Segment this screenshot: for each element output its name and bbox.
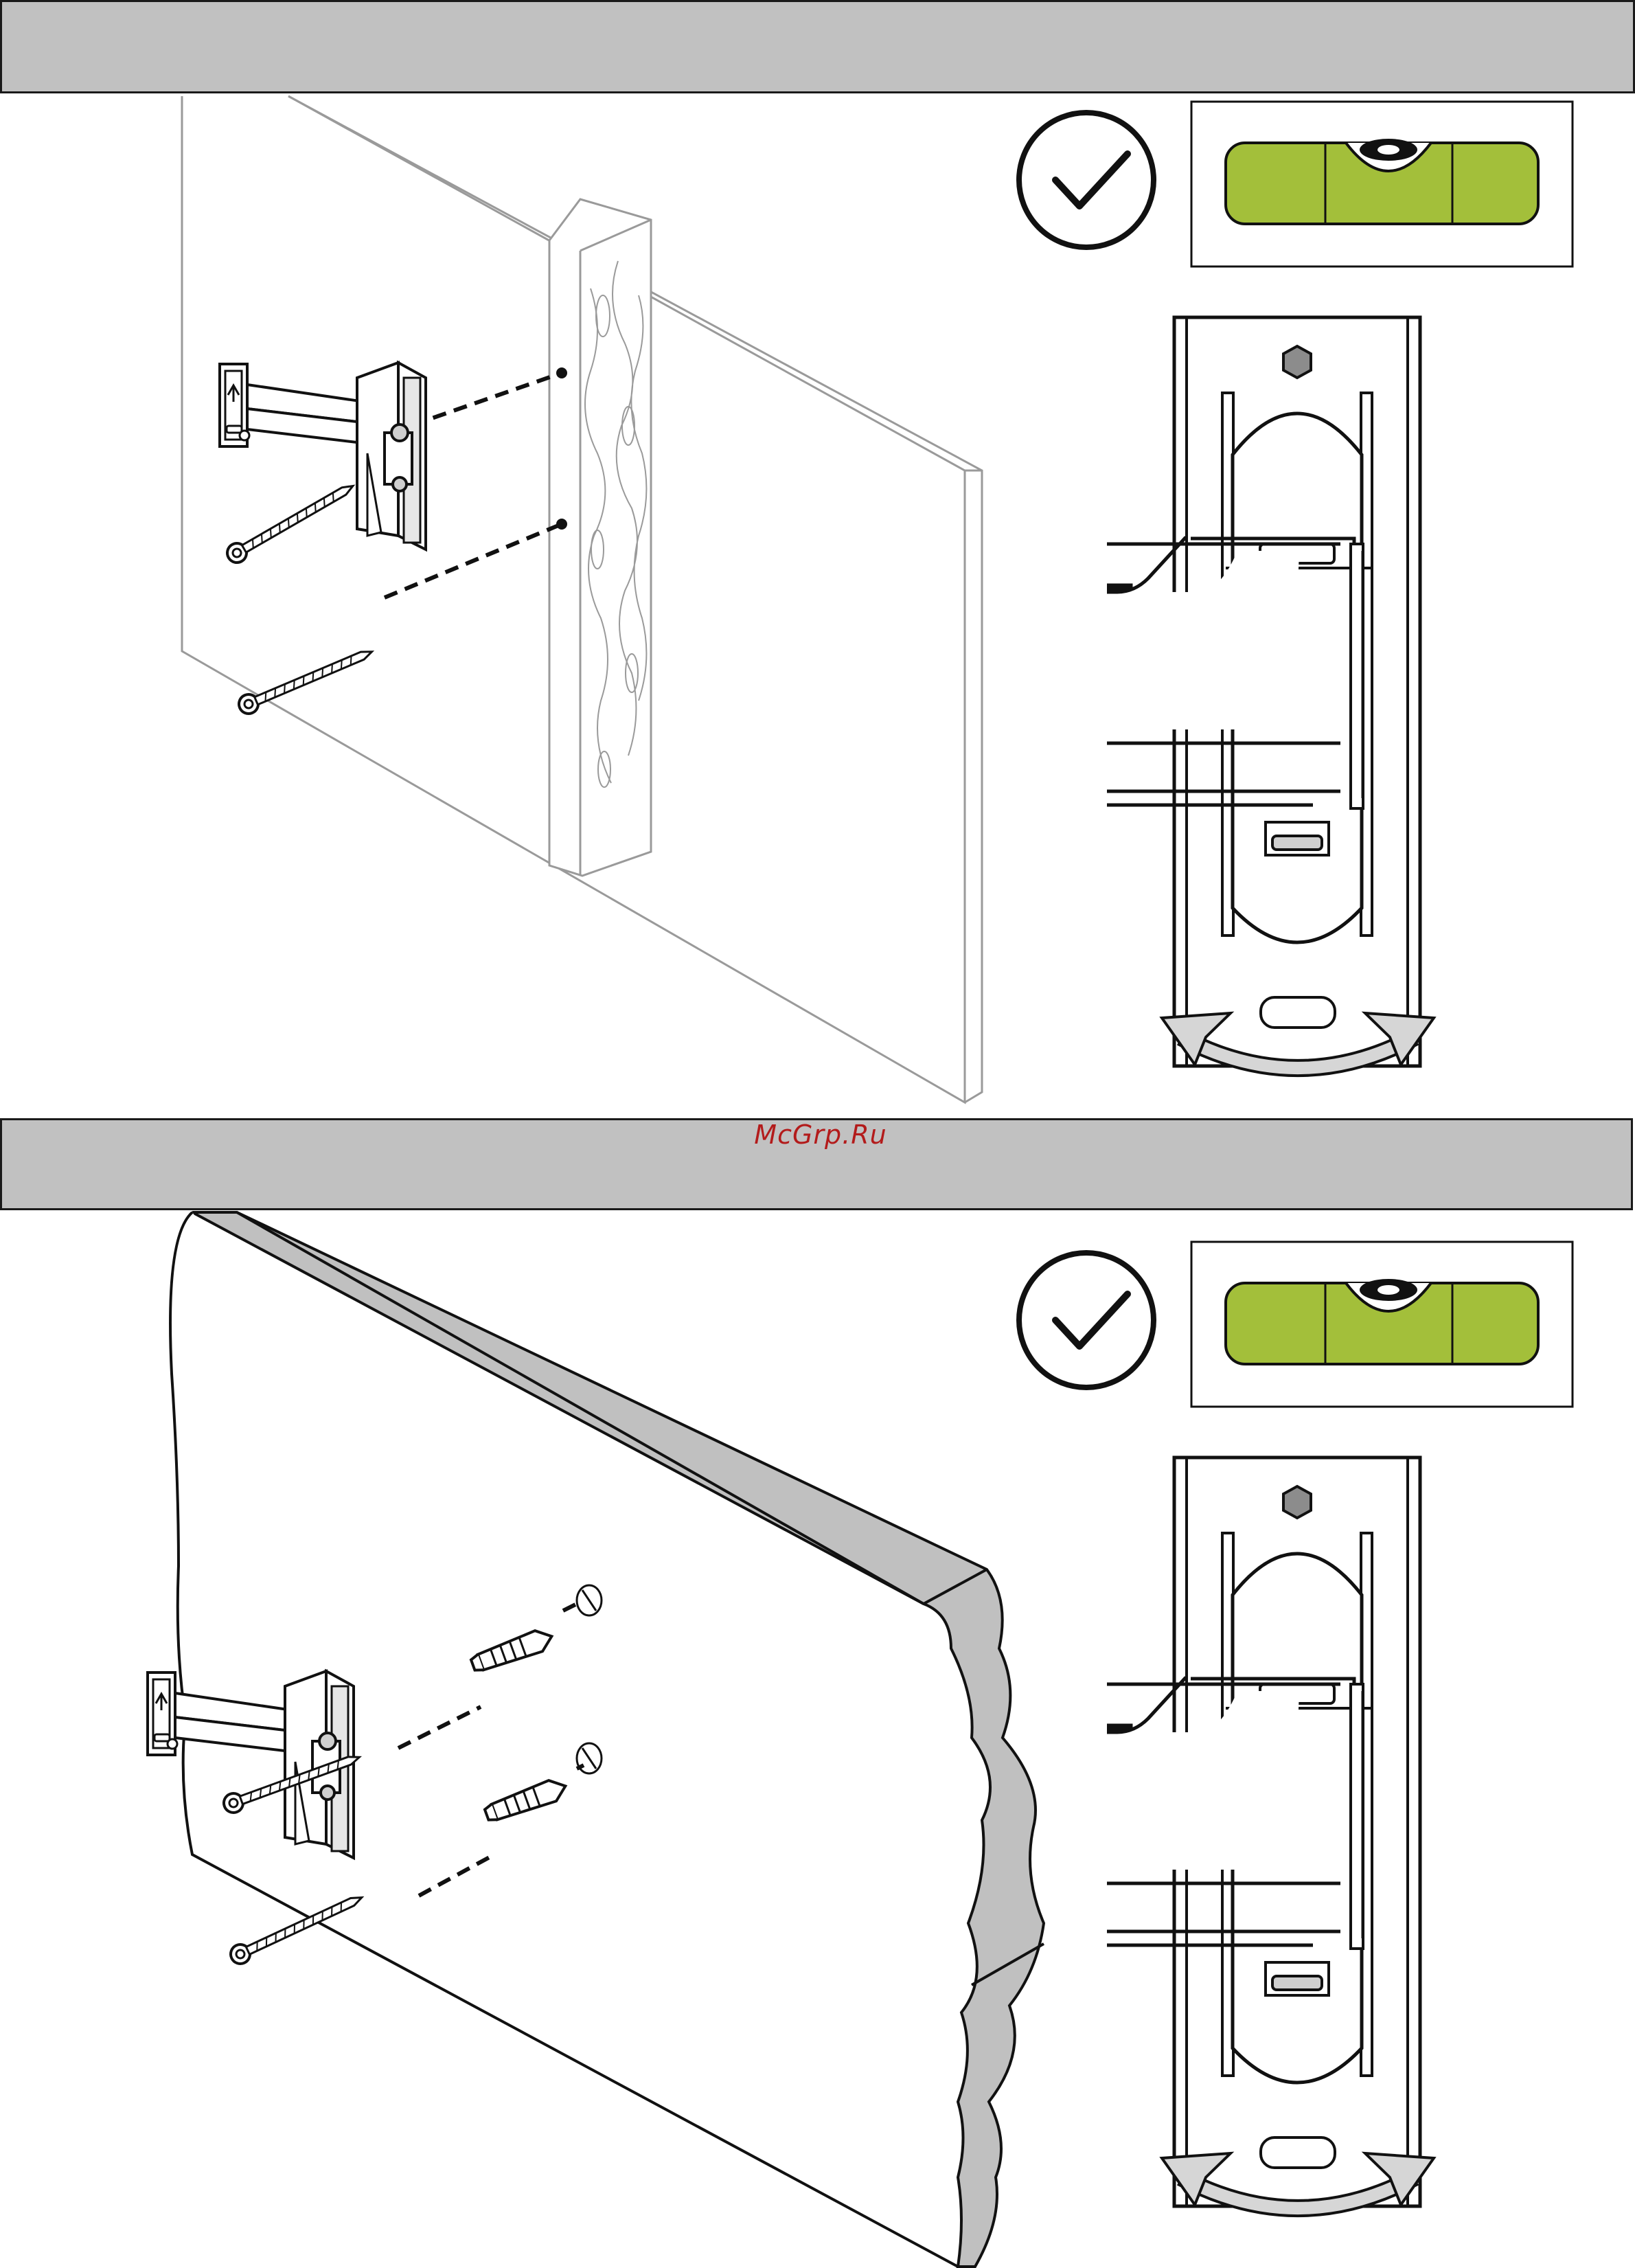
spirit-level-icon (1191, 102, 1573, 267)
spirit-level-icon (1191, 1242, 1573, 1407)
wood-stud (549, 199, 651, 876)
lag-bolt-icon (236, 643, 376, 716)
drill-hole-icon (577, 1585, 602, 1615)
checkmark-circle-icon (1019, 1253, 1154, 1387)
mount-bracket (220, 363, 426, 549)
step-1-illustration (182, 96, 1573, 1102)
checkmark-circle-icon (1019, 113, 1154, 247)
step-2-illustration (148, 1212, 1573, 2267)
lag-bolt-icon (224, 477, 358, 566)
